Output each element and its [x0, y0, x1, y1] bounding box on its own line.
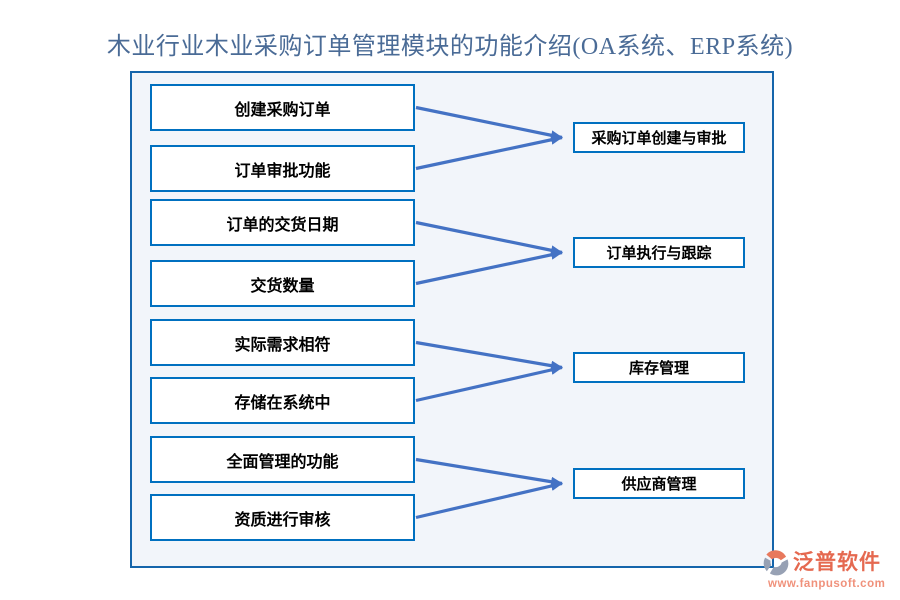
vendor-watermark: 泛普软件 www.fanpusoft.com	[762, 547, 896, 591]
page-title: 木业行业木业采购订单管理模块的功能介绍(OA系统、ERP系统)	[106, 34, 794, 60]
flow-source-box: 交货数量	[150, 260, 415, 307]
flow-source-box: 订单审批功能	[150, 145, 415, 192]
flow-target-box: 采购订单创建与审批	[573, 122, 745, 153]
vendor-name: 泛普软件	[793, 549, 881, 574]
flow-target-box: 库存管理	[573, 352, 745, 383]
vendor-website: www.fanpusoft.com	[768, 578, 886, 590]
flow-source-box: 订单的交货日期	[150, 199, 415, 246]
flow-source-box: 全面管理的功能	[150, 436, 415, 483]
flow-source-box: 创建采购订单	[150, 84, 415, 131]
fanpu-logo-icon	[763, 550, 789, 576]
flow-target-box: 供应商管理	[573, 468, 745, 499]
flow-target-box: 订单执行与跟踪	[573, 237, 745, 268]
flow-source-box: 实际需求相符	[150, 319, 415, 366]
flow-source-box: 资质进行审核	[150, 494, 415, 541]
flow-source-box: 存储在系统中	[150, 377, 415, 424]
